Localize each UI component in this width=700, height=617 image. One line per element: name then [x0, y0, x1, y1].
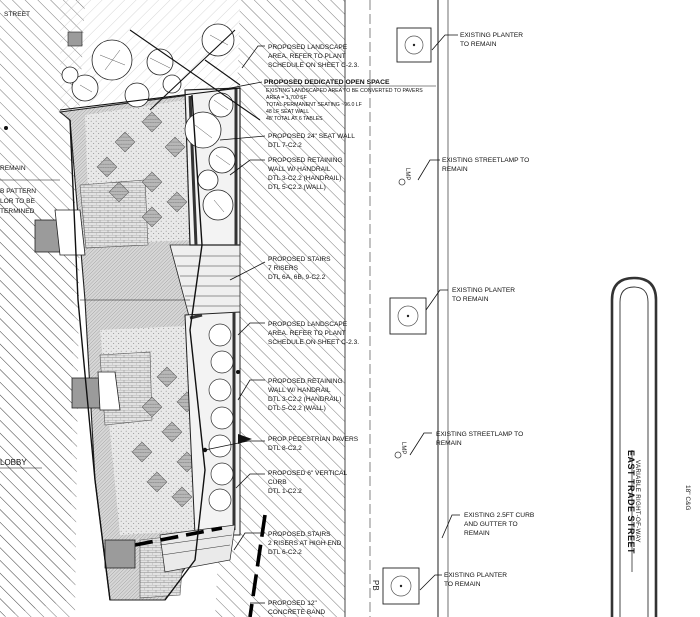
label-landscape-2: PROPOSED LANDSCAPE AREA. REFER TO PLANT …: [268, 321, 359, 346]
shrub-texture-top: [79, 34, 231, 213]
label-lamp-1: EXISTING STREETLAMP TO REMAIN: [442, 157, 529, 173]
svg-text:EXISTING STREETLAMP TO: EXISTING STREETLAMP TO: [436, 431, 523, 438]
svg-text:AREA. REFER TO PLANT: AREA. REFER TO PLANT: [268, 53, 346, 60]
svg-text:DTL 6-C2.2: DTL 6-C2.2: [268, 549, 302, 556]
label-seat-wall: PROPOSED 24" SEAT WALL DTL 7-C2.2: [268, 133, 355, 149]
label-planter-1: EXISTING PLANTER TO REMAIN: [460, 32, 523, 48]
label-lamp-2: EXISTING STREETLAMP TO REMAIN: [436, 431, 523, 447]
frag-remain: REMAIN: [0, 165, 26, 172]
svg-text:SCHEDULE ON SHEET C-2.3.: SCHEDULE ON SHEET C-2.3.: [268, 339, 359, 346]
svg-text:AND GUTTER TO: AND GUTTER TO: [464, 521, 518, 528]
svg-text:DTL 5-C2.2 (WALL): DTL 5-C2.2 (WALL): [268, 184, 326, 191]
svg-text:PROPOSED RETAINING: PROPOSED RETAINING: [268, 157, 343, 164]
svg-text:PROP PEDESTRIAN PAVERS: PROP PEDESTRIAN PAVERS: [268, 436, 359, 443]
label-retaining-2: PROPOSED RETAINING WALL W/ HANDRAIL DTL …: [268, 378, 343, 412]
existing-planter-3: [382, 567, 420, 605]
label-retaining-1: PROPOSED RETAINING WALL W/ HANDRAIL DTL …: [268, 157, 343, 191]
svg-text:AREA. REFER TO PLANT: AREA. REFER TO PLANT: [268, 330, 346, 337]
building-hatch-left: [0, 0, 85, 617]
paver-band-left: [79, 179, 149, 249]
street-name-label: EAST TRADE STREET VARIABLE RIGHT-OF-WAY: [626, 450, 641, 572]
svg-text:48 LF SEAT WALL: 48 LF SEAT WALL: [266, 109, 309, 115]
label-open-space: PROPOSED DEDICATED OPEN SPACE EXISTING L…: [264, 79, 436, 122]
svg-text:2 RISERS AT HIGH END: 2 RISERS AT HIGH END: [268, 540, 342, 547]
svg-text:CONCRETE BAND: CONCRETE BAND: [268, 609, 325, 616]
svg-text:EXISTING PLANTER: EXISTING PLANTER: [452, 287, 515, 294]
marker-lmp-2: LMP: [400, 442, 406, 454]
svg-text:REMAIN: REMAIN: [436, 440, 462, 447]
leader-dots: [4, 126, 240, 453]
svg-text:PROPOSED LANDSCAPE: PROPOSED LANDSCAPE: [268, 44, 348, 51]
svg-text:DTL 6A, 6B, 9-C2.2: DTL 6A, 6B, 9-C2.2: [268, 274, 326, 281]
svg-text:PROPOSED 6" VERTICAL: PROPOSED 6" VERTICAL: [268, 470, 348, 477]
svg-text:WALL W/ HANDRAIL: WALL W/ HANDRAIL: [268, 166, 331, 173]
plaza-walls: [69, 94, 206, 601]
svg-text:PROPOSED DEDICATED OPEN SPACE: PROPOSED DEDICATED OPEN SPACE: [264, 79, 390, 86]
frag-color: LOR TO BE: [0, 198, 36, 205]
svg-text:REMAIN: REMAIN: [442, 166, 468, 173]
concrete-band-dashed: [134, 514, 267, 617]
svg-text:TO REMAIN: TO REMAIN: [444, 581, 481, 588]
svg-text:DTL 1-C2.2: DTL 1-C2.2: [268, 488, 302, 495]
frag-lobby: LOBBY: [0, 458, 27, 467]
svg-text:EXISTING STREETLAMP TO: EXISTING STREETLAMP TO: [442, 157, 529, 164]
label-pavers: PROP PEDESTRIAN PAVERS DTL 8-C2.2: [268, 436, 359, 452]
leader-lines: [204, 34, 460, 604]
svg-text:WALL W/ HANDRAIL: WALL W/ HANDRAIL: [268, 387, 331, 394]
svg-text:TOTAL PERMANENT SEATING ~96.0: TOTAL PERMANENT SEATING ~96.0 LF: [266, 102, 362, 108]
svg-text:DTL 5-C2.2 (WALL): DTL 5-C2.2 (WALL): [268, 405, 326, 412]
streetlamp-icon: [394, 178, 406, 459]
svg-text:REMAIN: REMAIN: [464, 530, 490, 537]
svg-text:PROPOSED RETAINING: PROPOSED RETAINING: [268, 378, 343, 385]
svg-text:PROPOSED 12": PROPOSED 12": [268, 600, 318, 607]
svg-text:SCHEDULE ON SHEET C-2.3.: SCHEDULE ON SHEET C-2.3.: [268, 62, 359, 69]
svg-text:EXISTING PLANTER: EXISTING PLANTER: [460, 32, 523, 39]
svg-text:PROPOSED STAIRS: PROPOSED STAIRS: [268, 531, 331, 538]
svg-text:DTL 3-C2.2 (HANDRAIL): DTL 3-C2.2 (HANDRAIL): [268, 396, 341, 403]
building-hatch-right: [215, 0, 345, 617]
label-stairs-1: PROPOSED STAIRS 7 RISERS DTL 6A, 6B, 9-C…: [268, 256, 331, 281]
svg-text:CURB: CURB: [268, 479, 287, 486]
label-curb: PROPOSED 6" VERTICAL CURB DTL 1-C2.2: [268, 470, 348, 495]
svg-text:DTL 3-C2.2 (HANDRAIL): DTL 3-C2.2 (HANDRAIL): [268, 175, 341, 182]
svg-text:EXISTING PLANTER: EXISTING PLANTER: [444, 572, 507, 579]
label-landscape-1: PROPOSED LANDSCAPE AREA. REFER TO PLANT …: [268, 44, 359, 69]
svg-text:VARIABLE RIGHT-OF-WAY: VARIABLE RIGHT-OF-WAY: [634, 460, 641, 543]
svg-text:EXISTING 2.5FT CURB: EXISTING 2.5FT CURB: [464, 512, 535, 519]
svg-text:TO REMAIN: TO REMAIN: [452, 296, 489, 303]
marker-lmp-1: LMP: [404, 168, 410, 180]
existing-planter-2: [389, 297, 427, 335]
svg-text:DTL 7-C2.2: DTL 7-C2.2: [268, 142, 302, 149]
svg-text:AREA = 1,700 SF: AREA = 1,700 SF: [266, 95, 307, 101]
label-curb-gutter: EXISTING 2.5FT CURB AND GUTTER TO REMAIN: [464, 512, 535, 537]
marker-cg: 18" C&G: [684, 485, 691, 510]
svg-text:48' TOTAL AT 6 TABLES: 48' TOTAL AT 6 TABLES: [266, 116, 323, 122]
svg-text:DTL 8-C2.2: DTL 8-C2.2: [268, 445, 302, 452]
svg-text:PROPOSED 24" SEAT WALL: PROPOSED 24" SEAT WALL: [268, 133, 355, 140]
frag-street: STREET: [4, 11, 30, 18]
svg-text:PROPOSED STAIRS: PROPOSED STAIRS: [268, 256, 331, 263]
label-planter-3: EXISTING PLANTER TO REMAIN: [444, 572, 507, 588]
label-band: PROPOSED 12" CONCRETE BAND: [268, 600, 325, 616]
svg-text:TO REMAIN: TO REMAIN: [460, 41, 497, 48]
label-stairs-2: PROPOSED STAIRS 2 RISERS AT HIGH END DTL…: [268, 531, 342, 556]
shrubs-lower: [208, 323, 234, 512]
svg-text:EAST TRADE STREET: EAST TRADE STREET: [626, 450, 636, 554]
label-planter-2: EXISTING PLANTER TO REMAIN: [452, 287, 515, 303]
tree-canopy-lines: [59, 29, 261, 121]
street-island: [610, 276, 658, 617]
row-lines: [344, 0, 449, 617]
marker-pb: PB: [371, 580, 380, 591]
lower-stairs: [159, 524, 236, 573]
svg-text:PROPOSED LANDSCAPE: PROPOSED LANDSCAPE: [268, 321, 348, 328]
existing-planter-1: [396, 27, 432, 63]
frag-pattern: B PATTERN: [0, 188, 36, 195]
svg-text:EXISTING LANDSCAPED AREA TO BE: EXISTING LANDSCAPED AREA TO BE CONVERTED…: [266, 88, 423, 94]
frag-determined: TERMINED: [0, 208, 35, 215]
pavers-arrow: [238, 434, 252, 444]
svg-text:7 RISERS: 7 RISERS: [268, 265, 299, 272]
